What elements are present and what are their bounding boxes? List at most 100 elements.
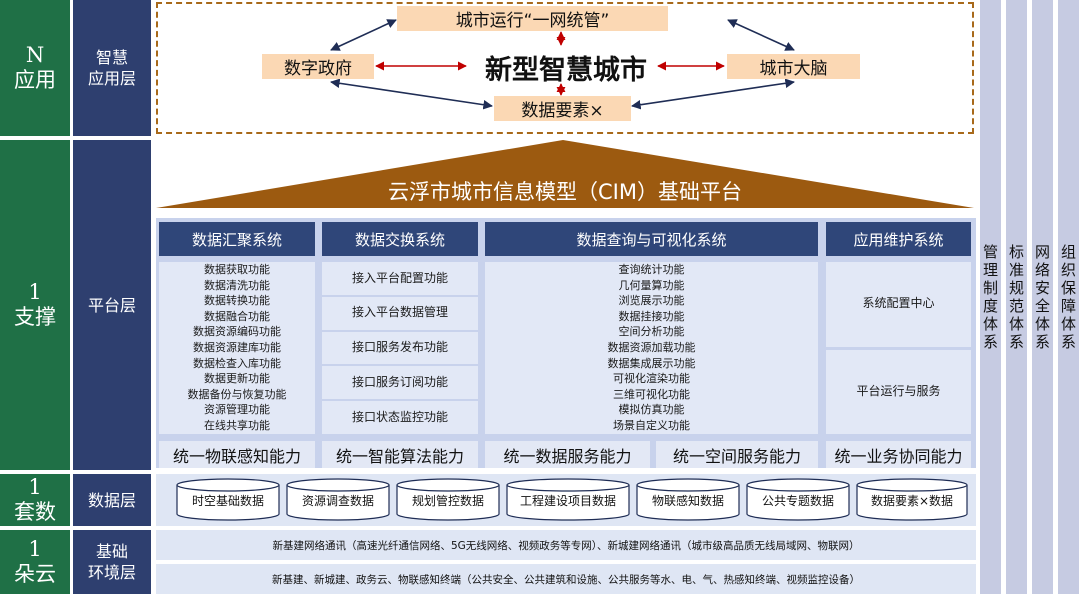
list-item: 三维可视化功能	[485, 386, 818, 403]
list-item: 数据更新功能	[159, 371, 315, 387]
tier-data: 1 套数	[0, 474, 70, 526]
system-header-data-aggregation: 数据汇聚系统	[159, 222, 315, 256]
list-item: 数据资源编码功能	[159, 324, 315, 340]
side-char: 组	[1060, 243, 1076, 261]
tier-label-line: N	[25, 43, 45, 67]
list-item: 在线共享功能	[159, 417, 315, 434]
app-digital-government: 数字政府	[262, 54, 374, 79]
app-center-title: 新型智慧城市	[485, 54, 647, 86]
layer-label-line: 环境层	[87, 563, 136, 582]
list-item: 接口服务订阅功能	[322, 366, 478, 400]
list-item: 浏览展示功能	[485, 293, 818, 309]
side-char: 织	[1060, 261, 1076, 279]
data-store-resource-survey: 资源调查数据	[286, 478, 390, 522]
platform-title: 云浮市城市信息模型（CIM）基础平台	[388, 180, 742, 204]
side-char: 体	[1034, 315, 1050, 333]
app-city-brain: 城市大脑	[727, 54, 860, 79]
list-item: 查询统计功能	[485, 262, 818, 278]
system-items-query-visualization: 查询统计功能 几何量算功能 浏览展示功能 数据挂接功能 空间分析功能 数据资源加…	[485, 262, 818, 434]
tier-label-line: 1	[28, 280, 42, 304]
data-store-spatiotemporal: 时空基础数据	[176, 478, 280, 522]
infra-terminal-row: 新基建、新城建、政务云、物联感知终端（公共安全、公共建筑和设施、公共服务等水、电…	[156, 564, 976, 594]
list-item: 可视化渲染功能	[485, 371, 818, 387]
capability-intelligent-algorithm: 统一智能算法能力	[322, 441, 478, 468]
layer-infrastructure: 基础 环境层	[73, 530, 151, 594]
tier-label-line: 1	[28, 537, 42, 561]
layer-label-line: 智慧	[95, 48, 128, 67]
layer-label-line: 平台层	[87, 295, 136, 315]
list-item: 模拟仿真功能	[485, 402, 818, 418]
data-store-data-elements: 数据要素×数据	[856, 478, 968, 522]
list-item: 数据融合功能	[159, 308, 315, 325]
list-item: 数据挂接功能	[485, 308, 818, 325]
data-store-construction-project: 工程建设项目数据	[506, 478, 630, 522]
list-item: 接口状态监控功能	[322, 401, 478, 434]
layer-label-line: 数据层	[87, 490, 136, 510]
side-char: 体	[982, 315, 998, 333]
list-item: 空间分析功能	[485, 324, 818, 340]
tier-cloud: 1 朵云	[0, 530, 70, 594]
side-char: 体	[1008, 315, 1024, 333]
list-item: 接入平台数据管理	[322, 296, 478, 330]
data-store-label: 规划管控数据	[411, 494, 484, 508]
data-store-label: 工程建设项目数据	[519, 494, 616, 508]
list-item: 平台运行与服务	[826, 349, 971, 434]
data-store-iot-sensing: 物联感知数据	[636, 478, 740, 522]
list-item: 数据转换功能	[159, 293, 315, 309]
list-item: 接口服务发布功能	[322, 331, 478, 365]
side-char: 保	[1060, 279, 1076, 297]
list-item: 几何量算功能	[485, 277, 818, 294]
side-organization-system: 组 织 保 障 体 系	[1058, 0, 1079, 594]
side-char: 障	[1060, 297, 1076, 315]
arrow-left-top	[330, 19, 397, 51]
side-char: 全	[1034, 297, 1050, 315]
layer-smart-application: 智慧 应用层	[73, 0, 151, 136]
side-char: 安	[1034, 279, 1050, 297]
side-char: 体	[1060, 315, 1076, 333]
system-items-app-maintenance: 系统配置中心 平台运行与服务	[826, 262, 971, 434]
data-store-public-thematic: 公共专题数据	[746, 478, 850, 522]
side-char: 系	[982, 333, 998, 351]
side-char: 规	[1008, 279, 1024, 297]
capability-iot-sensing: 统一物联感知能力	[159, 441, 315, 468]
data-store-label: 时空基础数据	[191, 494, 264, 508]
side-network-security-system: 网 络 安 全 体 系	[1032, 0, 1053, 594]
application-frame	[156, 2, 974, 134]
list-item: 数据获取功能	[159, 262, 315, 278]
side-char: 准	[1008, 261, 1024, 279]
arrow-top-right	[727, 19, 795, 51]
tier-application: N 应用	[0, 0, 70, 136]
side-char: 系	[1034, 333, 1050, 351]
capability-data-service: 统一数据服务能力	[485, 441, 650, 468]
layer-platform: 平台层	[73, 140, 151, 470]
system-header-data-exchange: 数据交换系统	[322, 222, 478, 256]
layer-label-line: 基础	[95, 542, 128, 561]
list-item: 数据清洗功能	[159, 277, 315, 294]
side-char: 络	[1034, 261, 1050, 279]
arrow-left-bottom	[330, 78, 493, 110]
list-item: 数据资源加载功能	[485, 339, 818, 356]
list-item: 数据备份与恢复功能	[159, 386, 315, 403]
system-header-query-visualization: 数据查询与可视化系统	[485, 222, 818, 256]
side-management-system: 管 理 制 度 体 系	[980, 0, 1001, 594]
side-char: 系	[1060, 333, 1076, 351]
list-item: 数据资源建库功能	[159, 339, 315, 356]
layer-label-line: 应用层	[87, 69, 136, 88]
infra-network-row: 新基建网络通讯（高速光纤通信网络、5G无线网络、视频政务等专网）、新城建网络通讯…	[156, 530, 976, 560]
tier-support: 1 支撑	[0, 140, 70, 470]
data-store-label: 物联感知数据	[651, 494, 724, 508]
side-char: 系	[1008, 333, 1024, 351]
platform-roof	[156, 140, 974, 208]
side-char: 度	[982, 297, 998, 315]
tier-label-line: 支撑	[14, 305, 56, 329]
system-items-data-aggregation: 数据获取功能 数据清洗功能 数据转换功能 数据融合功能 数据资源编码功能 数据资…	[159, 262, 315, 434]
layer-data: 数据层	[73, 474, 151, 526]
arrow-right-bottom	[631, 78, 795, 110]
side-char: 网	[1034, 243, 1050, 261]
tier-label-line: 套数	[14, 500, 56, 524]
app-city-operation: 城市运行“一网统管”	[397, 6, 668, 31]
data-store-label: 数据要素×数据	[870, 494, 954, 508]
tier-label-line: 朵云	[14, 562, 56, 586]
system-items-data-exchange: 接入平台配置功能 接入平台数据管理 接口服务发布功能 接口服务订阅功能 接口状态…	[322, 262, 478, 434]
system-header-app-maintenance: 应用维护系统	[826, 222, 971, 256]
